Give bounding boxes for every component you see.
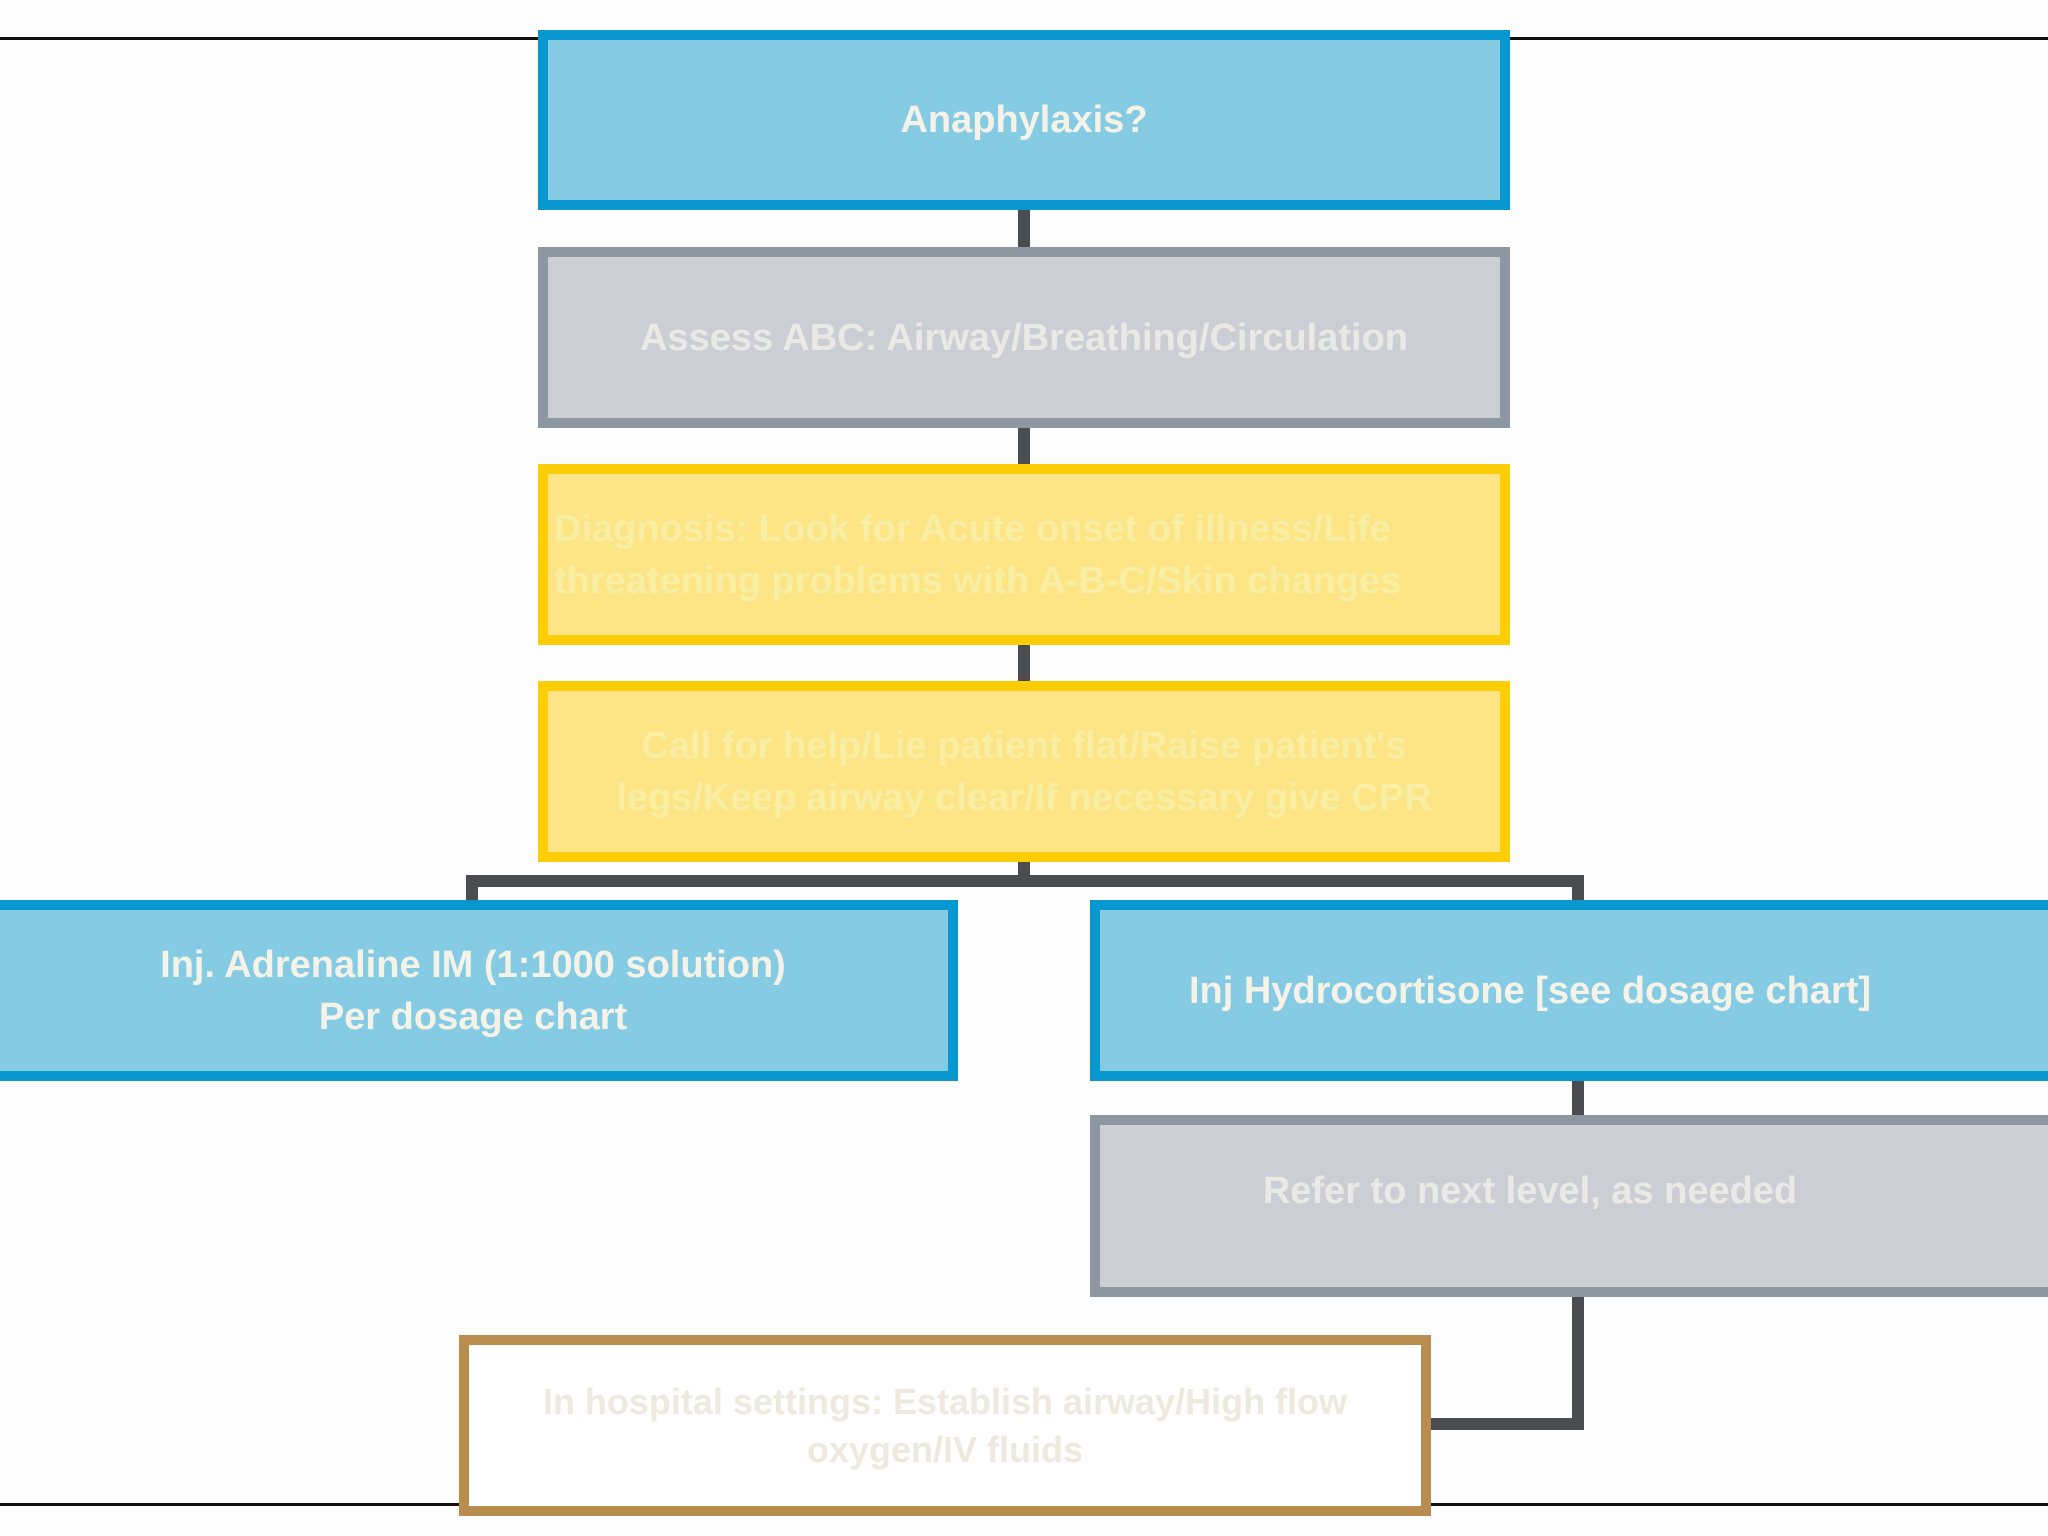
node-assess-abc: Assess ABC: Airway/Breathing/Circulation	[538, 247, 1510, 428]
node-adrenaline-line2: Per dosage chart	[318, 995, 628, 1038]
connector-diagnosis-call	[1018, 640, 1030, 685]
node-refer-label: Refer to next level, as needed	[1262, 1170, 1798, 1212]
node-hospital-label: In hospital settings: Establish airway/H…	[542, 1380, 1348, 1470]
node-diagnosis-label: Diagnosis: Look for Acute onset of illne…	[554, 507, 1402, 602]
node-hospital: In hospital settings: Establish airway/H…	[459, 1335, 1431, 1516]
connector-branch-horizontal	[466, 875, 1584, 887]
connector-hydrocortisone-refer	[1572, 1073, 1584, 1119]
node-anaphylaxis-label: Anaphylaxis?	[900, 99, 1148, 141]
node-adrenaline-line1: Inj. Adrenaline IM (1:1000 solution)	[160, 943, 786, 986]
node-anaphylaxis: Anaphylaxis?	[538, 30, 1510, 210]
node-adrenaline: Inj. Adrenaline IM (1:1000 solution) Per…	[0, 900, 958, 1081]
node-call-for-help-label: Call for help/Lie patient flat/Raise pat…	[616, 724, 1432, 819]
connector-refer-hospital	[1425, 1418, 1584, 1430]
connector-assess-diagnosis	[1018, 423, 1030, 468]
connector-refer-down	[1572, 1290, 1584, 1430]
connector-call-branch-stem	[1018, 857, 1030, 877]
connector-anaphylaxis-assess	[1018, 205, 1030, 251]
node-hydrocortisone: Inj Hydrocortisone [see dosage chart]	[1090, 900, 2048, 1081]
connector-branch-left-drop	[466, 875, 478, 905]
node-assess-abc-label: Assess ABC: Airway/Breathing/Circulation	[640, 316, 1408, 359]
connector-branch-right-drop	[1572, 875, 1584, 905]
node-refer: Refer to next level, as needed	[1090, 1115, 2048, 1297]
node-diagnosis: Diagnosis: Look for Acute onset of illne…	[538, 464, 1510, 645]
node-hydrocortisone-label: Inj Hydrocortisone [see dosage chart]	[1188, 969, 1872, 1012]
node-call-for-help: Call for help/Lie patient flat/Raise pat…	[538, 681, 1510, 862]
